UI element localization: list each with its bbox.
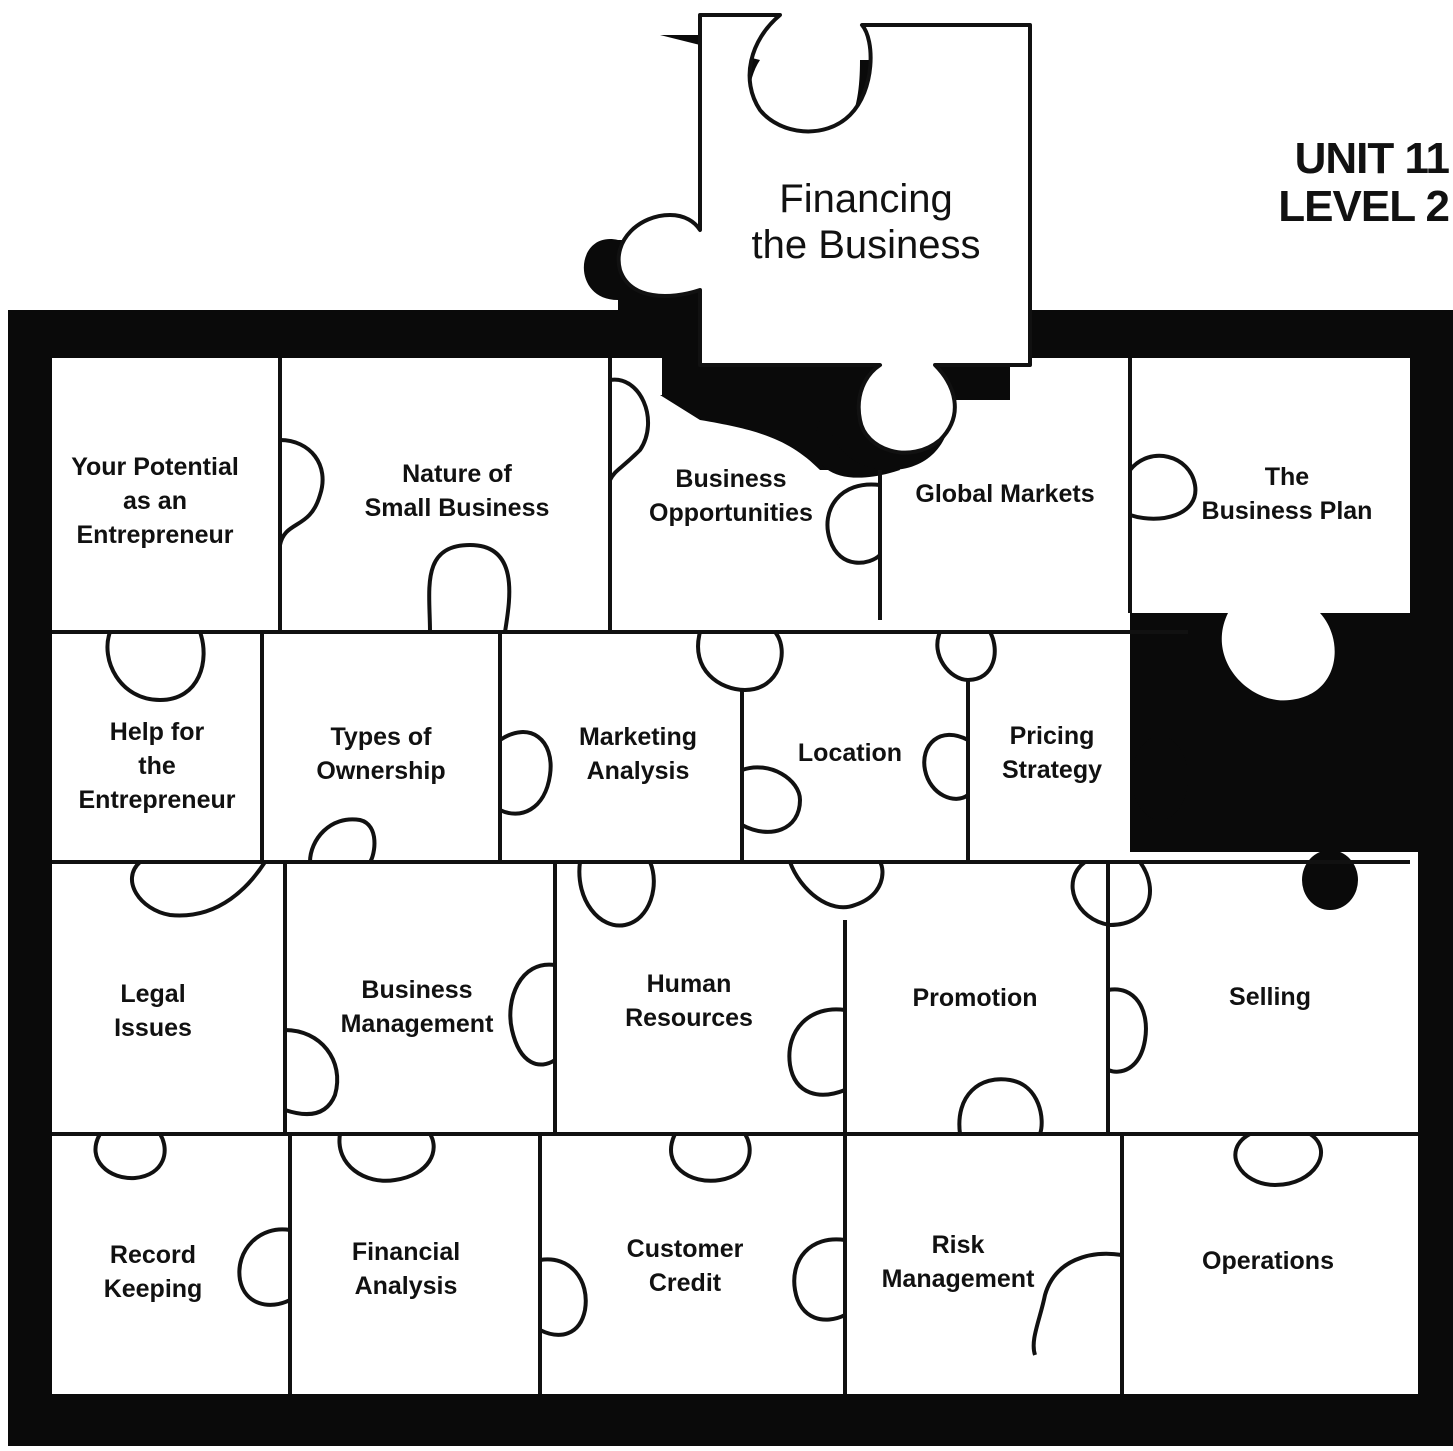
piece-label-financial-analysis-1: Financial bbox=[352, 1238, 460, 1266]
piece-label-legal-issues-1: Legal bbox=[120, 980, 185, 1008]
piece-label-business-plan-1: The bbox=[1265, 463, 1310, 491]
piece-label-selling-1: Selling bbox=[1229, 983, 1311, 1011]
piece-label-business-management-2: Management bbox=[341, 1010, 494, 1038]
piece-label-risk-management-1: Risk bbox=[932, 1231, 985, 1259]
piece-label-help-entrepreneur-1: Help for bbox=[110, 718, 205, 746]
piece-label-record-keeping-1: Record bbox=[110, 1241, 196, 1269]
piece-label-your-potential-1: Your Potential bbox=[71, 453, 239, 481]
piece-label-pricing-strategy-1: Pricing bbox=[1010, 722, 1095, 750]
piece-label-nature-small-business-1: Nature of bbox=[402, 460, 512, 488]
piece-label-customer-credit-1: Customer bbox=[627, 1235, 744, 1263]
piece-label-promotion-1: Promotion bbox=[913, 984, 1038, 1012]
piece-label-human-resources-2: Resources bbox=[625, 1004, 753, 1032]
piece-label-business-opportunities-2: Opportunities bbox=[649, 499, 813, 527]
piece-label-customer-credit-2: Credit bbox=[649, 1269, 722, 1297]
piece-label-global-markets-1: Global Markets bbox=[915, 480, 1094, 508]
piece-label-your-potential-2: as an bbox=[123, 487, 187, 515]
piece-label-business-plan-2: Business Plan bbox=[1202, 497, 1373, 525]
piece-label-marketing-analysis-2: Analysis bbox=[587, 757, 690, 785]
piece-label-types-ownership-2: Ownership bbox=[316, 757, 445, 785]
piece-label-nature-small-business-2: Small Business bbox=[365, 494, 550, 522]
piece-label-location-1: Location bbox=[798, 739, 902, 767]
unit-number: UNIT 11 bbox=[1278, 135, 1449, 183]
featured-piece-line-2: the Business bbox=[751, 223, 980, 267]
piece-label-types-ownership-1: Types of bbox=[331, 723, 433, 751]
piece-label-record-keeping-2: Keeping bbox=[104, 1275, 203, 1303]
piece-label-operations-1: Operations bbox=[1202, 1247, 1334, 1275]
piece-label-human-resources-1: Human bbox=[647, 970, 732, 998]
piece-label-marketing-analysis-1: Marketing bbox=[579, 723, 697, 751]
piece-label-risk-management-2: Management bbox=[882, 1265, 1035, 1293]
piece-label-financial-analysis-2: Analysis bbox=[355, 1272, 458, 1300]
piece-label-help-entrepreneur-2: the bbox=[138, 752, 176, 780]
unit-label: UNIT 11 LEVEL 2 bbox=[1278, 135, 1449, 231]
level-number: LEVEL 2 bbox=[1278, 183, 1449, 231]
piece-label-legal-issues-2: Issues bbox=[114, 1014, 192, 1042]
piece-label-help-entrepreneur-3: Entrepreneur bbox=[79, 786, 236, 814]
piece-label-your-potential-3: Entrepreneur bbox=[77, 521, 234, 549]
piece-label-business-opportunities-1: Business bbox=[675, 465, 786, 493]
piece-label-pricing-strategy-2: Strategy bbox=[1002, 756, 1102, 784]
piece-label-business-management-1: Business bbox=[361, 976, 472, 1004]
featured-piece-line-1: Financing bbox=[779, 177, 952, 221]
